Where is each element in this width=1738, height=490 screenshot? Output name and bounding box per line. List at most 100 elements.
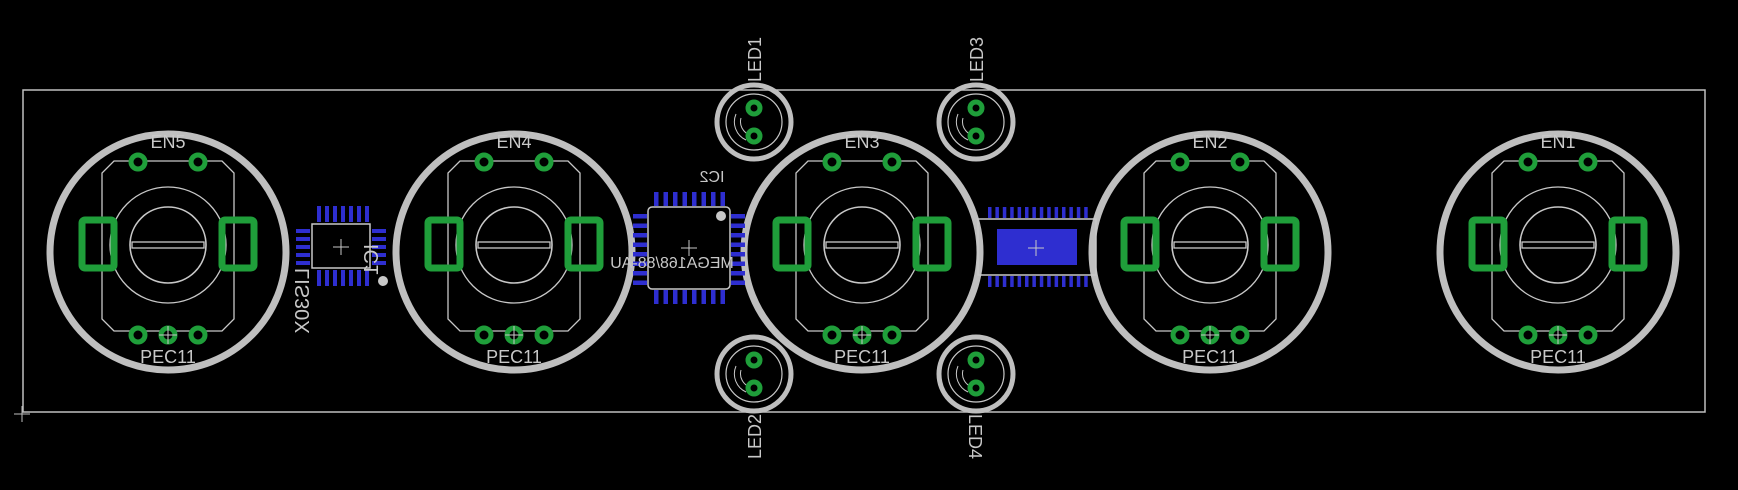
- smd-pad: [1062, 207, 1066, 218]
- smd-pad: [1017, 276, 1022, 287]
- ic1-pad: [357, 270, 361, 286]
- ic2-pad: [720, 192, 725, 206]
- led-led3[interactable]: LED3: [936, 37, 1016, 162]
- ic1-pad: [333, 206, 337, 222]
- encoder-mount-pad: [1120, 216, 1160, 272]
- smd-component[interactable]: [977, 207, 1097, 287]
- ic2-pads: [633, 192, 745, 304]
- encoder-mount-pad: [1260, 216, 1300, 272]
- smd-pad: [1054, 207, 1059, 218]
- smd-component-pads: [988, 207, 1088, 287]
- encoder-pin-pad: [1578, 152, 1598, 172]
- ic2-pad: [692, 290, 697, 304]
- encoder-pin-pad: [1170, 325, 1190, 345]
- ic2-pad: [731, 261, 745, 266]
- led-body-outline: [725, 93, 783, 151]
- ic2-footprint[interactable]: IC2 MEGA168/88-AU: [610, 169, 745, 304]
- led-led4[interactable]: LED4: [936, 334, 1016, 459]
- ic2-pad: [673, 290, 678, 304]
- encoder-shaft-slot: [131, 241, 205, 249]
- ic2-pad: [711, 192, 716, 206]
- led-outer-ring: [936, 334, 1016, 414]
- smd-pad: [1002, 207, 1007, 218]
- smd-pad: [1025, 276, 1029, 287]
- ic2-pad: [731, 280, 745, 285]
- ic2-pad: [654, 192, 659, 206]
- encoder-value-label: PEC11: [1182, 347, 1238, 367]
- led-name-label: LED2: [745, 414, 765, 459]
- smd-pad: [1039, 276, 1044, 287]
- smd-pad: [1025, 207, 1029, 218]
- encoder-mount-pad: [564, 216, 604, 272]
- board-outline: [22, 89, 1706, 413]
- ic1-pad: [349, 206, 353, 222]
- smd-pad: [988, 207, 992, 218]
- encoder-value-label: PEC11: [140, 347, 196, 367]
- smd-pad: [1047, 276, 1051, 287]
- ic2-value-label: MEGA168/88-AU: [610, 255, 734, 272]
- encoder-shaft: [129, 206, 207, 284]
- encoder-pin-pad: [1578, 325, 1598, 345]
- ic2-pad: [692, 192, 697, 206]
- ic1-pad: [333, 270, 337, 286]
- ic2-pad: [633, 261, 647, 266]
- ic1-pad: [372, 237, 386, 241]
- encoder-knob-ring: [1151, 186, 1269, 304]
- ic1-pad: [372, 245, 386, 249]
- ic1-pads: [296, 206, 386, 286]
- encoder-mount-pad: [78, 216, 118, 272]
- led-name-label: LED3: [967, 37, 987, 82]
- encoder-mount-pad: [1608, 216, 1648, 272]
- led-pin-pad: [967, 379, 985, 397]
- smd-pad: [1047, 207, 1051, 218]
- ic2-pad: [731, 252, 745, 257]
- led-name-label: LED4: [965, 414, 985, 459]
- ic2-pad: [633, 271, 647, 276]
- encoder-outer-ring: [392, 130, 636, 374]
- ic1-name-label: IC1: [361, 244, 383, 275]
- encoder-knob-ring: [1499, 186, 1617, 304]
- led-arc: [955, 365, 969, 393]
- encoder-mount-pad: [424, 216, 464, 272]
- encoder-pin-pad: [1230, 152, 1250, 172]
- ic1-pad: [341, 206, 345, 222]
- ic1-pad: [296, 253, 310, 257]
- smd-component-body: [997, 229, 1077, 265]
- led-led1[interactable]: LED1: [714, 37, 794, 162]
- encoder-shaft-slot: [477, 241, 551, 249]
- encoder-outer-ring: [1436, 130, 1680, 374]
- encoder-pin-pad: [534, 325, 554, 345]
- ic1-footprint[interactable]: LIS30X IC1: [292, 206, 388, 334]
- ic2-pad: [633, 233, 647, 238]
- encoder-pin-pad: [822, 152, 842, 172]
- encoder-pin-pad: [128, 325, 148, 345]
- smd-pad: [988, 276, 992, 287]
- ic2-pad: [720, 290, 725, 304]
- led-pin-pad: [967, 351, 985, 369]
- encoder-mount-pad: [218, 216, 258, 272]
- encoder-knob-ring: [803, 186, 921, 304]
- led-arc: [733, 365, 747, 393]
- led-pin-pad: [745, 127, 763, 145]
- encoder-knob-ring: [109, 186, 227, 304]
- ic1-pad: [349, 270, 353, 286]
- ic2-pad: [633, 223, 647, 228]
- ic2-name-label: IC2: [699, 169, 724, 186]
- smd-pad: [1010, 207, 1014, 218]
- ic1-pad: [296, 237, 310, 241]
- led-arc: [733, 113, 747, 141]
- encoder-pin-pad: [1518, 325, 1538, 345]
- encoder-value-label: PEC11: [1530, 347, 1586, 367]
- ic1-pin1-dot: [378, 276, 388, 286]
- smd-pad: [1084, 276, 1088, 287]
- encoder-shaft: [823, 206, 901, 284]
- led-body-outline: [947, 93, 1005, 151]
- led-led2[interactable]: LED2: [714, 334, 794, 459]
- smd-pad: [1002, 276, 1007, 287]
